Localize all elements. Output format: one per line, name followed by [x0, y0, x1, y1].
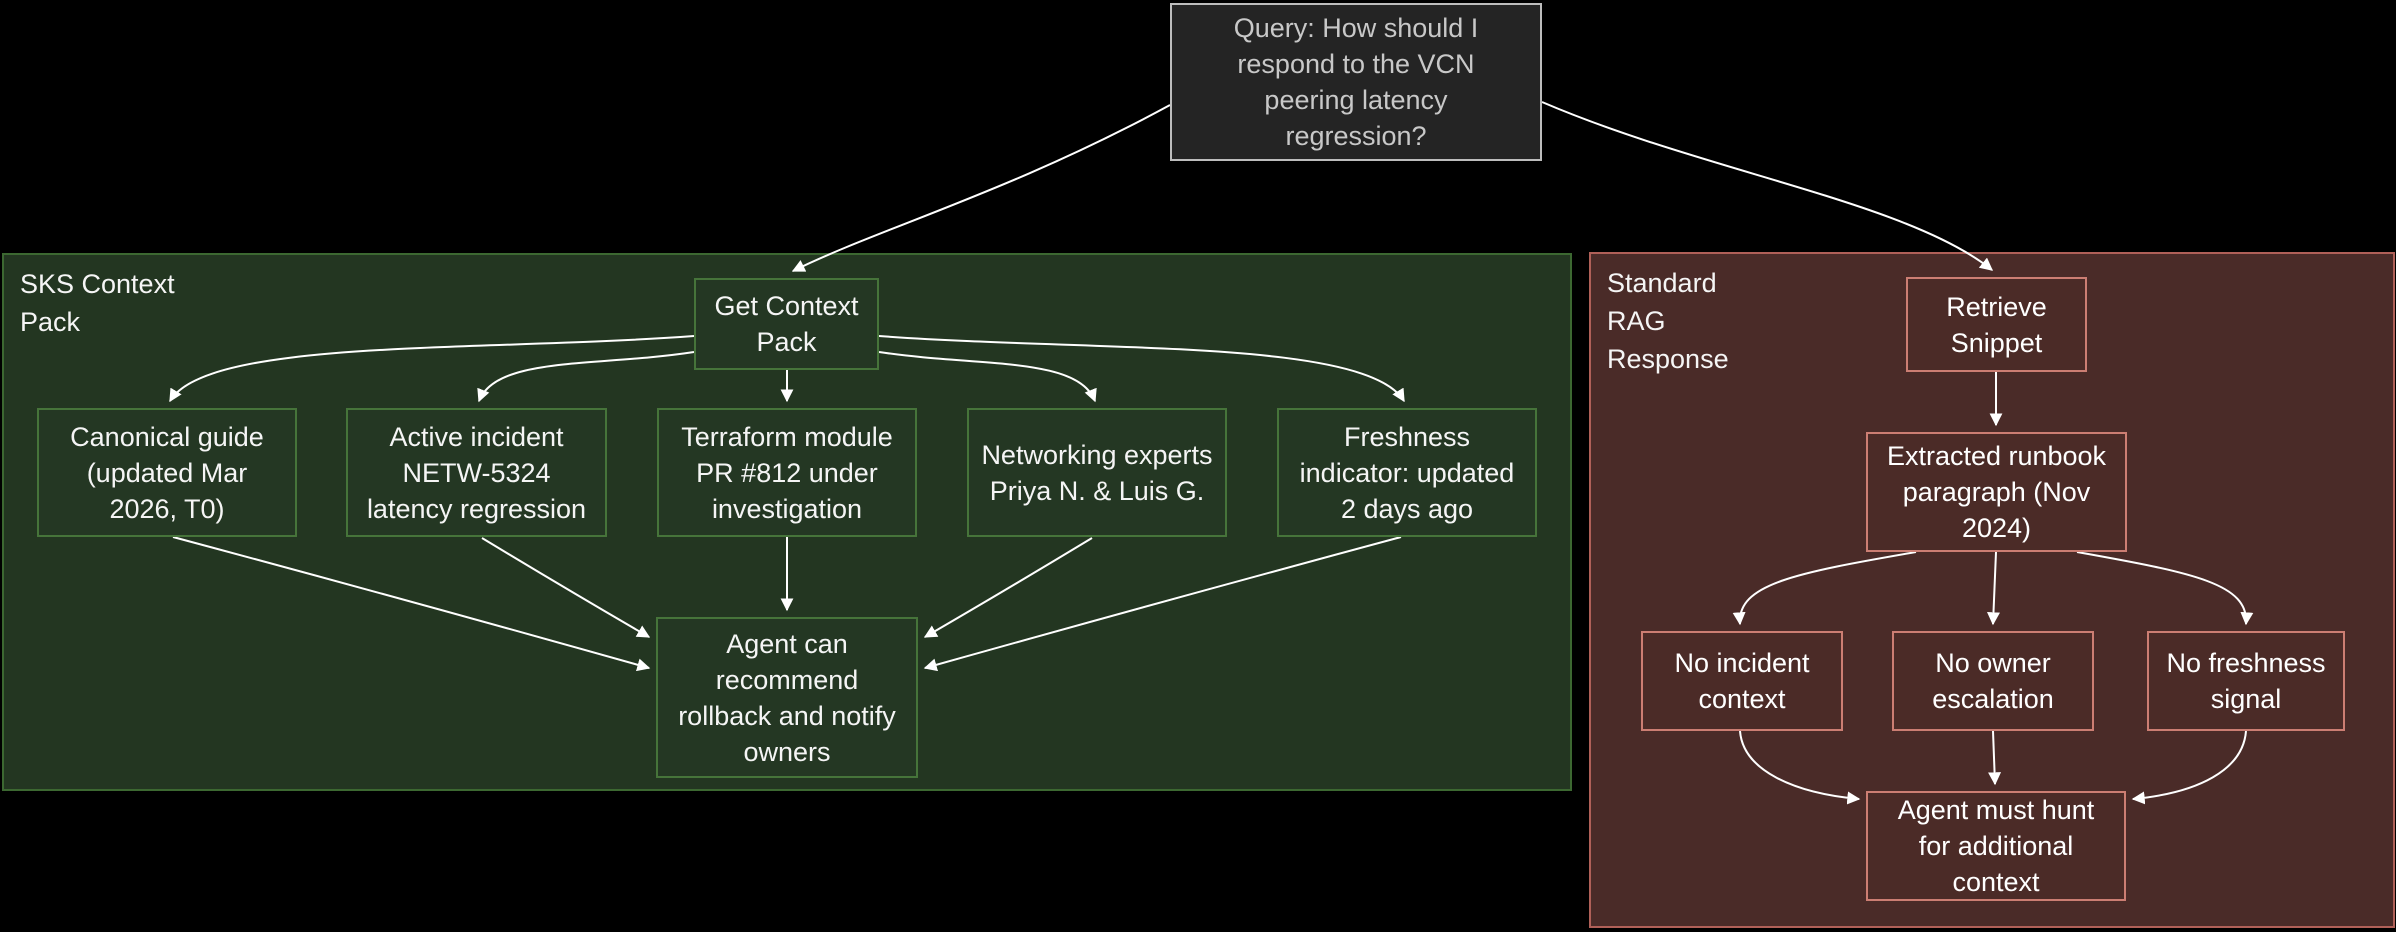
active-incident-node: Active incident NETW-5324 latency regres… [346, 408, 607, 537]
agent-must-hunt-node: Agent must hunt for additional context [1866, 791, 2126, 901]
no-incident-context-node: No incident context [1641, 631, 1843, 731]
no-owner-escalation-node: No owner escalation [1892, 631, 2094, 731]
sks-panel-title: SKS Context Pack [20, 269, 175, 337]
agent-recommend-node: Agent can recommend rollback and notify … [656, 617, 918, 778]
networking-experts-node: Networking experts Priya N. & Luis G. [967, 408, 1227, 537]
get-context-pack-node: Get Context Pack [694, 278, 879, 370]
terraform-pr-node: Terraform module PR #812 under investiga… [657, 408, 917, 537]
retrieve-snippet-node: Retrieve Snippet [1906, 277, 2087, 372]
freshness-indicator-node: Freshness indicator: updated 2 days ago [1277, 408, 1537, 537]
extracted-runbook-node: Extracted runbook paragraph (Nov 2024) [1866, 432, 2127, 552]
canonical-guide-node: Canonical guide (updated Mar 2026, T0) [37, 408, 297, 537]
rag-panel-title: Standard RAG Response [1607, 268, 1729, 374]
query-node: Query: How should I respond to the VCN p… [1170, 3, 1542, 161]
no-freshness-signal-node: No freshness signal [2147, 631, 2345, 731]
